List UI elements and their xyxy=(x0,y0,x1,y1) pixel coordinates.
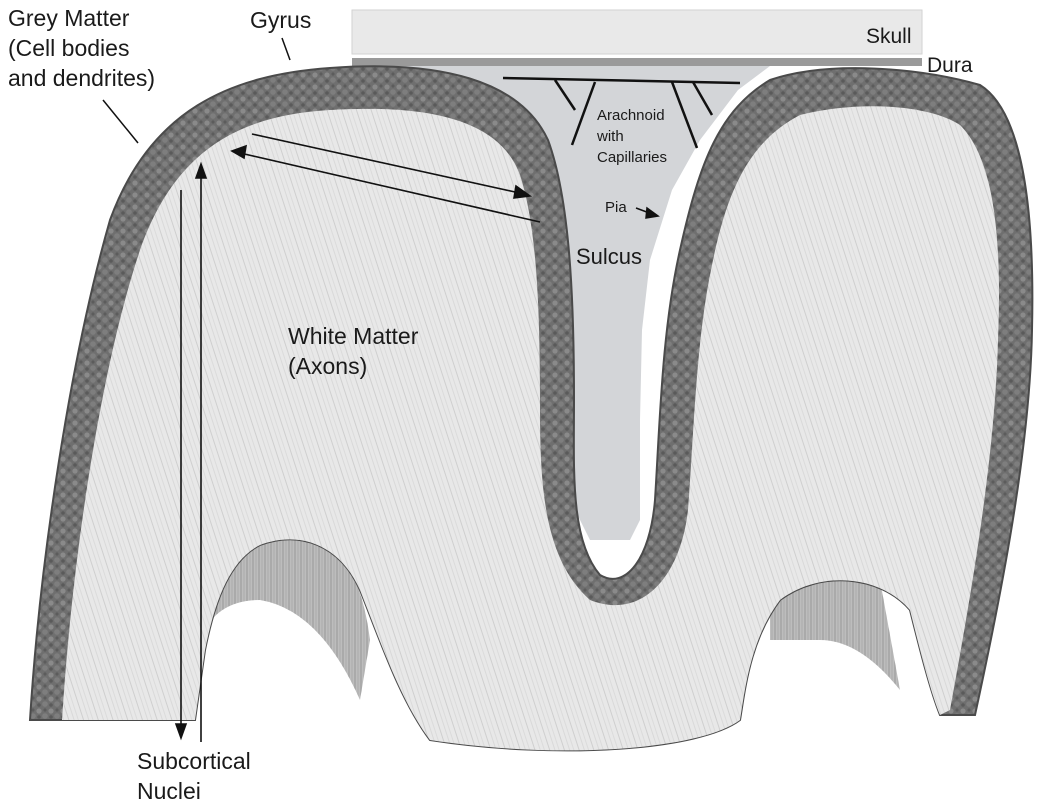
skull-label: Skull xyxy=(866,25,912,48)
arachnoid-label-line2: with xyxy=(596,128,624,145)
subcortical-arrows xyxy=(174,161,208,742)
subcortical-label-line1: Subcortical xyxy=(137,748,251,774)
pia-label: Pia xyxy=(605,199,627,216)
arachnoid-space xyxy=(365,66,770,540)
dura-label: Dura xyxy=(927,54,973,77)
pia-arrow xyxy=(635,206,660,219)
underside-right-arch xyxy=(770,573,900,690)
subcortical-label-line2: Nuclei xyxy=(137,778,201,804)
grey-matter-label-line3: and dendrites) xyxy=(8,65,155,91)
dura-layer xyxy=(352,58,922,66)
grey-matter-label-line1: Grey Matter xyxy=(8,5,130,31)
white-matter-label-line1: White Matter xyxy=(288,323,419,349)
underside-left-arch xyxy=(200,536,370,700)
thickness-arrows xyxy=(230,133,541,223)
white-matter xyxy=(62,106,1000,751)
arachnoid-label-line1: Arachnoid xyxy=(597,107,665,124)
grey-matter-label-line2: (Cell bodies xyxy=(8,35,129,61)
sulcus-label: Sulcus xyxy=(576,244,642,269)
grey-matter-leader xyxy=(102,99,139,144)
white-matter-label-line2: (Axons) xyxy=(288,353,367,379)
arachnoid-trabeculae xyxy=(502,76,741,149)
skull-layer xyxy=(351,9,923,55)
gyrus-leader xyxy=(281,37,291,61)
gyrus-label: Gyrus xyxy=(250,7,311,33)
arachnoid-label-line3: Capillaries xyxy=(597,149,667,166)
